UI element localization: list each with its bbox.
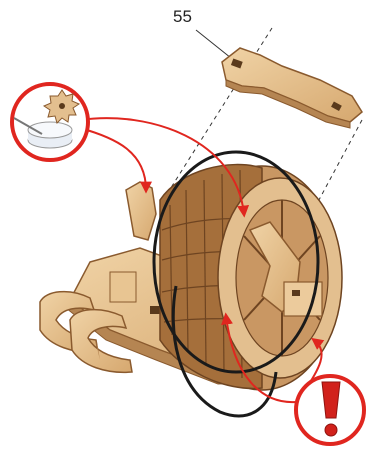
part-55-link: [222, 48, 362, 128]
part-number-label: 55: [173, 7, 192, 26]
upright-tab: [126, 182, 156, 240]
exclamation-warning-icon: [296, 376, 364, 444]
wax-and-gear-icon: [12, 84, 88, 160]
drum-wheel: [160, 165, 342, 390]
